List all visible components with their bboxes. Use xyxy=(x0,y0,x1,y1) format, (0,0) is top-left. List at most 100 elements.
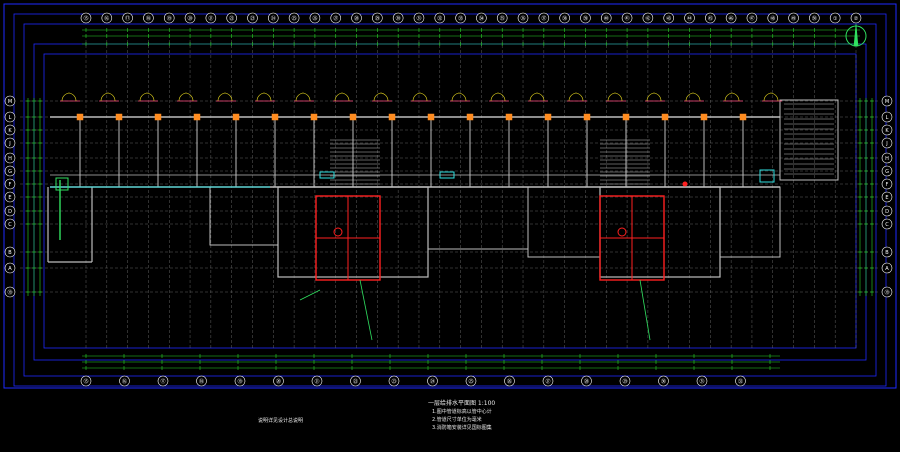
axis-bubble-top-label: ② xyxy=(854,16,859,22)
axis-bubble-top xyxy=(809,12,820,24)
axis-bubble-top-label: ㉜ xyxy=(437,15,442,22)
axis-bubble-right xyxy=(881,137,893,149)
axis-bubble-top-label: ㊻ xyxy=(729,15,734,22)
axis-bubble-left xyxy=(4,246,16,258)
axis-bubble-bottom-label: ⑳ xyxy=(276,378,281,385)
axis-bubble-left xyxy=(4,262,16,274)
axis-bubble-right-label: C xyxy=(885,222,889,228)
axis-bubble-top xyxy=(163,12,175,24)
axis-bubble-bottom xyxy=(350,375,361,387)
axis-bubble-top xyxy=(143,12,154,24)
axis-bubble-top xyxy=(725,12,737,24)
note-line-1: 1.图中管道标高以管中心计 xyxy=(432,409,492,415)
axis-bubble-left-label: M xyxy=(8,99,12,105)
structural-column xyxy=(193,113,201,121)
axis-bubble-top-label: ㉗ xyxy=(333,15,338,22)
axis-bubble-top-label: ㊴ xyxy=(583,15,588,22)
axis-bubble-bottom xyxy=(542,375,554,387)
axis-bubble-top xyxy=(122,12,133,24)
room-lower xyxy=(209,186,279,246)
door-swing xyxy=(373,92,389,102)
structural-column xyxy=(622,113,630,121)
axis-bubble-right xyxy=(881,111,893,123)
drawing-title: 一层给排水平面图 1:100 xyxy=(428,400,496,407)
door-swing xyxy=(568,92,584,102)
axis-bubble-left-label: J xyxy=(8,141,10,147)
fire-hydrant-icon xyxy=(333,227,343,237)
door-swing xyxy=(217,92,233,102)
axis-bubble-top-label: ㊾ xyxy=(791,15,796,22)
axis-bubble-bottom-label: ㉙ xyxy=(622,378,627,385)
axis-bubble-top xyxy=(642,12,654,24)
axis-bubble-bottom xyxy=(119,375,130,387)
axis-bubble-top xyxy=(372,12,383,24)
axis-bubble-top xyxy=(330,12,342,24)
axis-bubble-bottom xyxy=(735,375,746,387)
sprinkler-head-icon xyxy=(682,181,688,187)
axis-bubble-left xyxy=(4,178,16,190)
door-swing xyxy=(412,92,428,102)
axis-bubble-bottom-label: ㉗ xyxy=(545,378,550,385)
axis-bubble-top xyxy=(496,12,508,24)
north-arrow-needle xyxy=(853,23,859,47)
axis-bubble-top xyxy=(621,12,633,24)
note-line-3: 3.消防箱安装详见国标图集 xyxy=(432,425,492,431)
axis-bubble-bottom-label: ㉓ xyxy=(391,378,396,385)
outer-frame xyxy=(3,3,897,389)
axis-bubble-top xyxy=(517,12,529,24)
axis-bubble-right xyxy=(881,152,893,164)
axis-bubble-top-label: ㊳ xyxy=(562,15,567,22)
axis-bubble-right xyxy=(881,165,893,177)
leader-line xyxy=(639,279,651,341)
axis-bubble-bottom-label: ⑯ xyxy=(122,378,127,385)
door-swing xyxy=(61,92,77,102)
structural-column xyxy=(388,113,396,121)
stair-core-west xyxy=(277,186,429,278)
axis-bubble-top-label: ㊷ xyxy=(645,15,650,22)
axis-bubble-top xyxy=(850,12,862,24)
axis-bubble-right-label: H xyxy=(885,156,889,162)
pipe-box xyxy=(55,177,69,191)
axis-bubble-bottom-label: ㉔ xyxy=(430,378,435,385)
axis-bubble-bottom-label: ㉒ xyxy=(353,378,358,385)
axis-bubble-top-label: ㊲ xyxy=(541,15,546,22)
leader-line xyxy=(359,279,373,341)
axis-bubble-bottom xyxy=(658,375,669,387)
door-swing xyxy=(646,92,662,102)
axis-bubble-bottom-label: ㉛ xyxy=(699,378,704,385)
axis-bubble-top xyxy=(663,12,675,24)
axis-bubble-top-label: ㊺ xyxy=(708,15,713,22)
structural-column xyxy=(700,113,708,121)
frame-ring-5 xyxy=(43,53,857,349)
axis-bubble-top-label: ㉘ xyxy=(354,15,359,22)
axis-bubble-right-label: G xyxy=(885,169,889,175)
axis-bubble-top-label: ⑳ xyxy=(188,15,193,22)
axis-bubble-top xyxy=(226,12,237,24)
axis-bubble-top-label: ㉞ xyxy=(479,15,484,22)
fire-hydrant-icon xyxy=(617,227,627,237)
axis-bubble-top-label: ㉟ xyxy=(500,15,505,22)
door-swing xyxy=(724,92,740,102)
door-swing xyxy=(100,92,116,102)
axis-bubble-top-label: ⑰ xyxy=(125,15,130,22)
axis-bubble-right-label: ⑲ xyxy=(884,289,889,296)
axis-bubble-top xyxy=(434,12,446,24)
axis-bubble-top xyxy=(205,12,217,24)
axis-bubble-bottom xyxy=(80,375,92,387)
axis-bubble-top xyxy=(600,12,612,24)
axis-bubble-left-label: C xyxy=(8,222,12,228)
axis-bubble-top-label: ① xyxy=(833,16,838,22)
pipe-box xyxy=(759,169,775,183)
stair-east xyxy=(779,99,839,181)
axis-bubble-bottom-label: ⑲ xyxy=(237,378,242,385)
axis-bubble-right-label: L xyxy=(886,115,889,121)
axis-bubble-right-label: M xyxy=(885,99,889,105)
axis-bubble-top-label: ㉕ xyxy=(292,15,297,22)
axis-bubble-top-label: ㉚ xyxy=(396,15,401,22)
axis-bubble-left-label: E xyxy=(8,195,11,201)
axis-bubble-bottom xyxy=(619,375,631,387)
room-lower xyxy=(719,186,781,258)
axis-bubble-top xyxy=(829,12,841,24)
axis-bubble-top-label: ㉑ xyxy=(208,15,213,22)
axis-bubble-left xyxy=(4,218,16,230)
